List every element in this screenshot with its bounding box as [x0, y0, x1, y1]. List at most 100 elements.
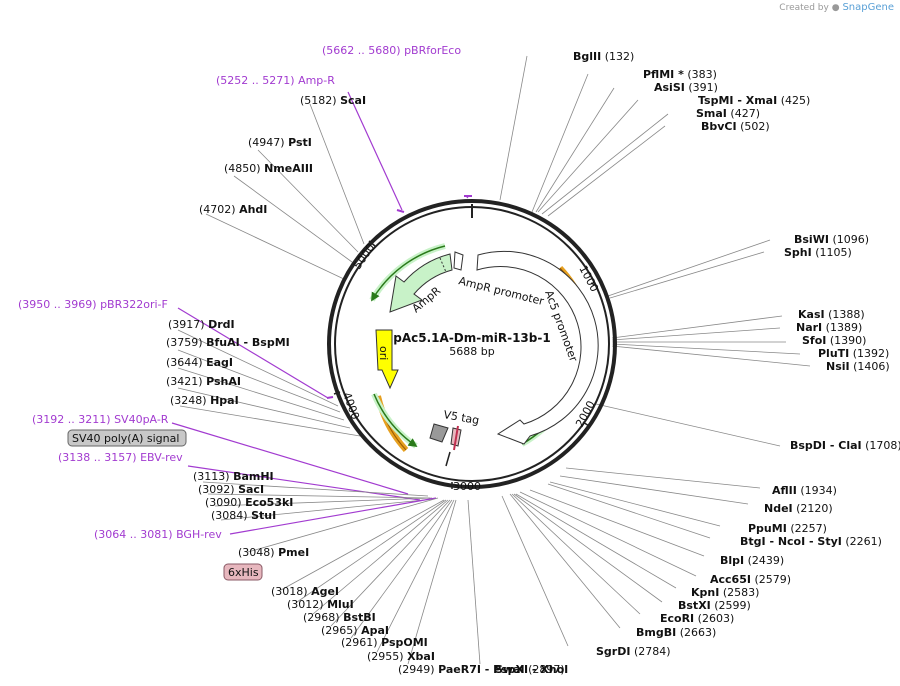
- site-name: pBRforEco: [404, 44, 461, 57]
- site-name: BamHI: [233, 470, 274, 483]
- tick-label: 5000: [351, 241, 378, 271]
- site-name: BbvCI: [701, 120, 737, 133]
- site-position: (3084): [211, 509, 248, 522]
- site-position: (2784): [634, 645, 671, 658]
- site-name: PluTI: [818, 347, 849, 360]
- site-connector: [280, 499, 445, 591]
- site-name: EcoRI: [660, 612, 694, 625]
- site-position: (3092): [198, 483, 235, 496]
- site-position: (425): [781, 94, 811, 107]
- site-position: (2965): [321, 624, 358, 637]
- site-name: NmeAIII: [264, 162, 313, 175]
- v5-tag-label: V5 tag: [442, 408, 480, 427]
- restriction-site-label: SphI (1105): [784, 246, 852, 259]
- site-connector: [547, 125, 666, 217]
- site-connector: [205, 213, 347, 281]
- site-connector: [515, 493, 677, 589]
- site-position: (1406): [853, 360, 890, 373]
- site-name: MluI: [327, 598, 354, 611]
- site-position: (3950 .. 3969): [18, 298, 97, 311]
- site-position: (2583): [723, 586, 760, 599]
- site-position: (1389): [826, 321, 863, 334]
- site-position: (4947): [248, 136, 285, 149]
- snapgene-credit: Created by ● SnapGene: [779, 2, 894, 13]
- site-connector: [547, 483, 711, 539]
- site-labels: (5662 .. 5680) pBRforEco(5252 .. 5271) A…: [18, 44, 900, 676]
- restriction-site-label: (3759) BfuAI - BspMI: [166, 336, 290, 349]
- site-position: (383): [687, 68, 717, 81]
- restriction-site-label: BlpI (2439): [720, 554, 784, 567]
- site-connector: [309, 103, 365, 245]
- site-connector: [257, 149, 359, 253]
- restriction-site-label: NarI (1389): [796, 321, 862, 334]
- site-position: (1388): [828, 308, 865, 321]
- site-name: BsiWI: [794, 233, 829, 246]
- ori-feature: [375, 329, 399, 390]
- site-connector: [511, 493, 641, 615]
- site-position: (1390): [830, 334, 867, 347]
- site-position: (1708): [865, 439, 900, 452]
- snapgene-logo-icon: ●: [831, 3, 840, 13]
- site-name: TspMI - XmaI: [698, 94, 777, 107]
- plasmid-size: 5688 bp: [449, 345, 494, 358]
- site-connector: [529, 489, 705, 557]
- restriction-site-label: (2955) XbaI: [367, 650, 435, 663]
- site-connector: [531, 73, 589, 213]
- site-connector: [177, 387, 351, 429]
- site-name: KasI: [798, 308, 825, 321]
- site-position: (3048): [238, 546, 275, 559]
- site-position: (132): [605, 50, 635, 63]
- site-connector: [347, 91, 403, 211]
- restriction-site-label: Acc65I (2579): [710, 573, 791, 586]
- site-position: (391): [688, 81, 718, 94]
- site-name: SphI: [784, 246, 812, 259]
- restriction-site-label: SmaI (427): [696, 107, 760, 120]
- tick-label: 3000: [453, 480, 481, 493]
- site-name: Acc65I: [710, 573, 751, 586]
- ampr-promoter-feature: [453, 251, 464, 271]
- site-position: (2257): [790, 522, 827, 535]
- 6xhis-box: [223, 563, 263, 581]
- restriction-site-label: (3644) EagI: [166, 356, 233, 369]
- site-name: KpnI: [691, 586, 719, 599]
- site-name: Eco53kI: [245, 496, 293, 509]
- site-connector: [229, 497, 437, 535]
- site-position: (1934): [800, 484, 837, 497]
- site-position: (5182): [300, 94, 337, 107]
- restriction-site-label: NdeI (2120): [764, 502, 833, 515]
- credit-brand: SnapGene: [842, 2, 894, 13]
- restriction-site-label: AflII (1934): [772, 484, 837, 497]
- restriction-site-label: SwaI (2897): [495, 663, 565, 676]
- primer-site-label: (3064 .. 3081) BGH-rev: [94, 528, 222, 541]
- plasmid-name: pAc5.1A-Dm-miR-13b-1: [393, 331, 550, 345]
- restriction-site-label: (3084) StuI: [211, 509, 276, 522]
- site-name: BtgI - NcoI - StyI: [740, 535, 842, 548]
- site-connector: [233, 175, 353, 263]
- ampr-feature-break: [439, 257, 447, 273]
- site-name: SfoI: [802, 334, 826, 347]
- backbone-outer-ring: [327, 199, 617, 489]
- site-name: pBR322ori-F: [100, 298, 168, 311]
- site-name: AgeI: [311, 585, 339, 598]
- site-connector: [519, 491, 697, 577]
- site-name: PflMI *: [643, 68, 684, 81]
- site-connector: [611, 327, 781, 341]
- site-name: HpaI: [210, 394, 239, 407]
- site-connector: [376, 499, 455, 653]
- green-feature-arc-line: [373, 393, 418, 448]
- site-connector: [187, 465, 421, 501]
- restriction-site-label: (3917) DrdI: [168, 318, 235, 331]
- site-position: (3090): [205, 496, 242, 509]
- restriction-site-label: BspDI - ClaI (1708): [790, 439, 900, 452]
- restriction-site-label: (3018) AgeI: [271, 585, 339, 598]
- site-connector: [509, 493, 621, 629]
- site-connector: [220, 498, 435, 521]
- site-position: (2261): [845, 535, 882, 548]
- site-name: SmaI: [696, 107, 727, 120]
- restriction-site-label: (4947) PstI: [248, 136, 312, 149]
- site-connector: [537, 99, 639, 213]
- site-position: (3012): [287, 598, 324, 611]
- site-connector: [535, 87, 615, 213]
- primer-site-label: (5662 .. 5680) pBRforEco: [322, 44, 461, 57]
